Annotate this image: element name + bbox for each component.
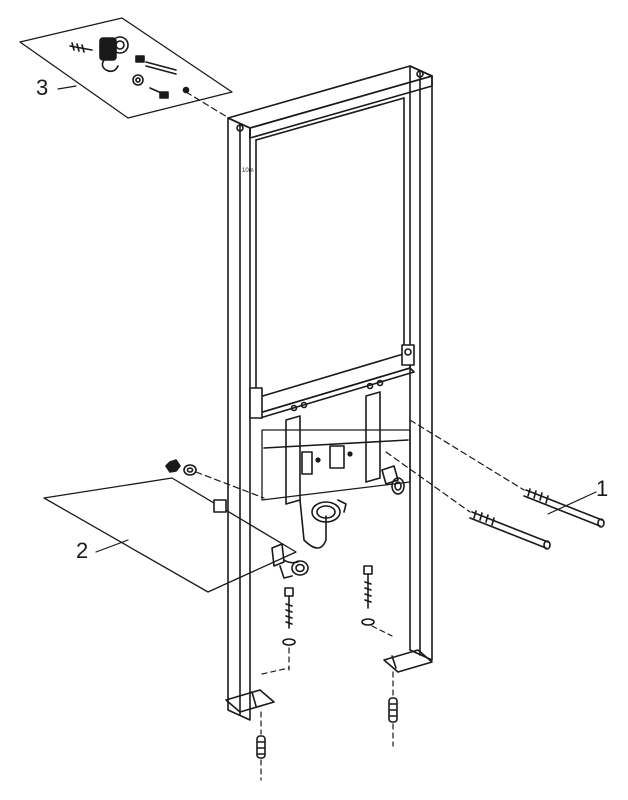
- wall-fixing-kit-inset: [19, 17, 233, 121]
- callout-label-3: 3: [36, 75, 49, 100]
- svg-text:10m: 10m: [242, 168, 254, 174]
- right-foot: [383, 649, 433, 747]
- callout-label-1: 1: [596, 476, 609, 501]
- left-foot: [225, 689, 275, 781]
- floor-bolts: [261, 565, 393, 675]
- nut-washer-assembly: [43, 459, 297, 593]
- mounting-frame: 10m: [227, 65, 433, 721]
- threaded-rods: [385, 419, 605, 550]
- callout-label-2: 2: [76, 538, 89, 563]
- bidet-carrier: [249, 344, 415, 579]
